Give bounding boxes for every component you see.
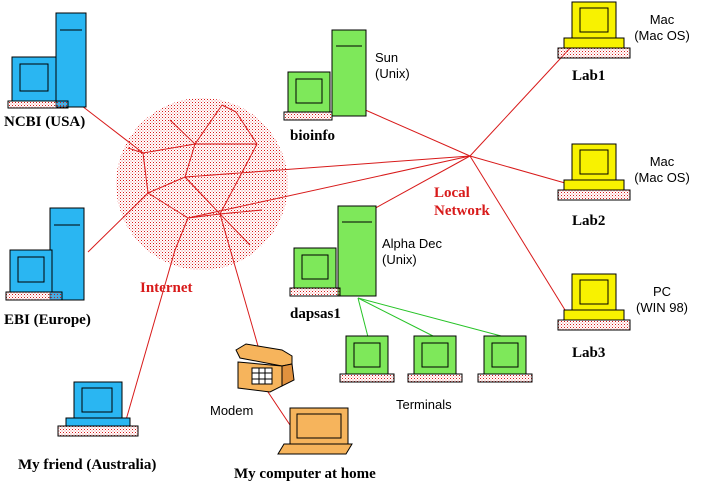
lab2-os: Mac (Mac OS)	[627, 154, 697, 186]
home-label: My computer at home	[234, 466, 376, 482]
lab3-os-name: PC	[652, 284, 672, 299]
bioinfo-os-name: Sun	[375, 50, 399, 65]
ebi-computer[interactable]	[5, 207, 85, 301]
home-laptop[interactable]	[277, 407, 353, 455]
terminal-links	[357, 297, 506, 338]
dapsas1-os-name: Alpha Dec	[382, 236, 442, 251]
lab2-label: Lab2	[572, 213, 606, 229]
lab3-computer[interactable]	[557, 273, 631, 331]
terminals-label: Terminals	[396, 397, 452, 412]
friend-label: My friend (Australia)	[18, 457, 157, 473]
lab1-label: Lab1	[572, 68, 606, 84]
lab3-label: Lab3	[572, 345, 606, 361]
friend-computer[interactable]	[57, 381, 139, 437]
local-network-label-line2: Network	[434, 203, 490, 219]
terminal-2[interactable]	[407, 335, 463, 383]
local-network-label: Local Network	[434, 184, 490, 220]
local-network-label-line1: Local	[434, 185, 470, 201]
ncbi-computer[interactable]	[7, 12, 87, 109]
lab1-os: Mac (Mac OS)	[627, 12, 697, 44]
lab3-os: PC (WIN 98)	[627, 284, 697, 316]
lab1-os-type: (Mac OS)	[634, 28, 690, 43]
lab2-os-name: Mac	[649, 154, 675, 169]
dapsas1-computer[interactable]	[289, 205, 377, 297]
lab2-os-type: (Mac OS)	[634, 170, 690, 185]
ebi-label: EBI (Europe)	[4, 312, 91, 328]
internet-label: Internet	[140, 280, 193, 296]
terminal-1[interactable]	[339, 335, 395, 383]
bioinfo-os-type: (Unix)	[375, 66, 410, 81]
bioinfo-label: bioinfo	[290, 128, 336, 144]
ncbi-label: NCBI (USA)	[4, 114, 86, 130]
internet-cloud	[116, 98, 288, 270]
lab2-computer[interactable]	[557, 143, 631, 201]
terminal-3[interactable]	[477, 335, 533, 383]
dapsas1-os-type: (Unix)	[382, 252, 417, 267]
bioinfo-computer[interactable]	[283, 29, 367, 121]
lab1-os-name: Mac	[649, 12, 675, 27]
dapsas1-os: Alpha Dec (Unix)	[382, 236, 442, 268]
lab1-computer[interactable]	[557, 1, 631, 59]
dapsas1-label: dapsas1	[290, 306, 341, 322]
modem-label: Modem	[210, 403, 254, 418]
lab3-os-type: (WIN 98)	[636, 300, 688, 315]
modem-phone[interactable]	[235, 343, 295, 393]
bioinfo-os: Sun (Unix)	[375, 50, 410, 82]
